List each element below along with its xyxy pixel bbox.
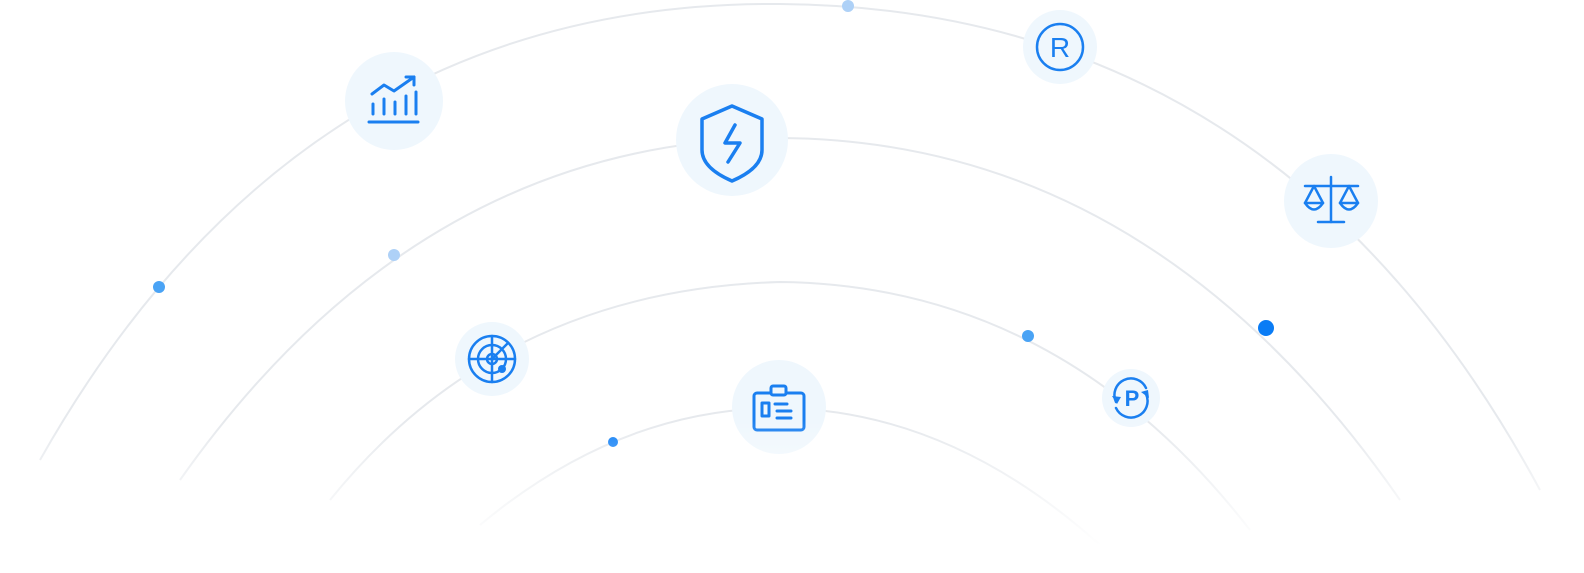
orbit-dot <box>388 249 400 261</box>
orbit-dot <box>608 437 618 447</box>
orbit-dot <box>1258 320 1274 336</box>
orbit-dot <box>153 281 165 293</box>
badge-backgrounds <box>345 10 1378 454</box>
trend-chart-icon <box>367 75 420 124</box>
badge-bg-registered <box>1023 10 1097 84</box>
scales-of-justice-icon <box>1303 175 1360 224</box>
svg-text:R: R <box>1050 32 1070 63</box>
shield-lightning-icon <box>700 104 764 183</box>
orbit-dot <box>842 0 854 12</box>
registered-trademark-icon: R <box>1035 22 1085 72</box>
badge-bg-badge <box>732 360 826 454</box>
patent-renewal-icon: P <box>1112 377 1149 419</box>
orbit-arcs <box>39 2 1541 546</box>
badge-bg-patent <box>1102 369 1160 427</box>
svg-text:P: P <box>1125 386 1140 411</box>
orbit-dot <box>1022 330 1034 342</box>
radar-target-icon <box>467 334 517 384</box>
badge-bg-shield <box>676 84 788 196</box>
